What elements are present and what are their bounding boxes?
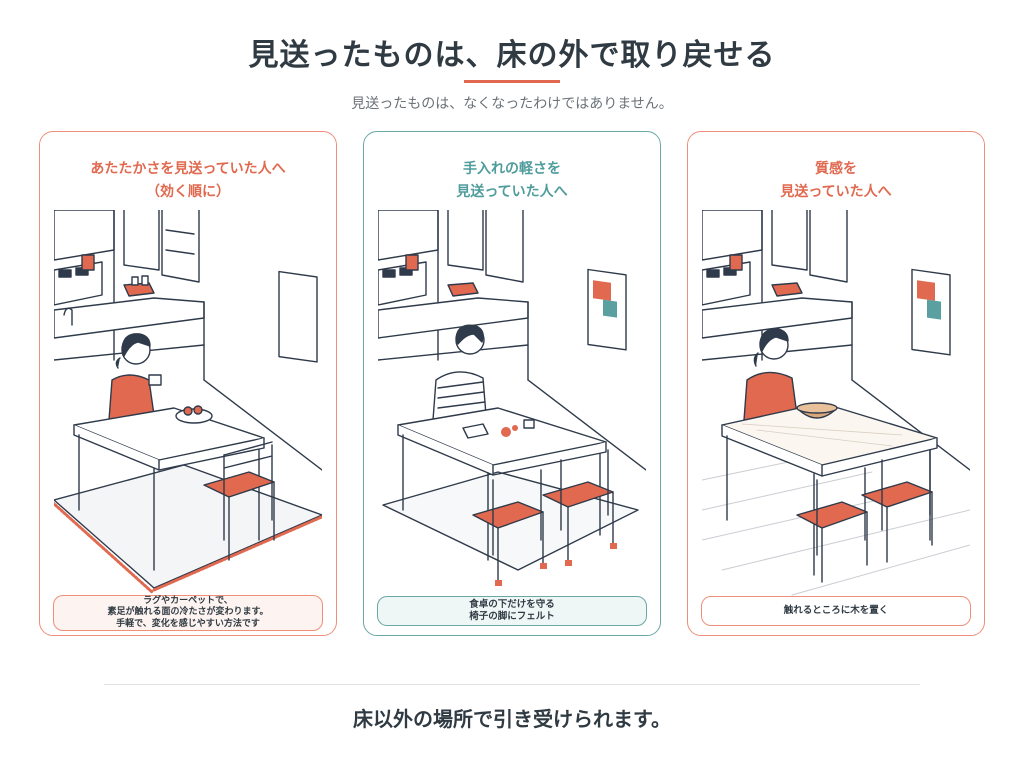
card-heading-line: （効く順に） (146, 184, 230, 200)
page-subtitle: 見送ったものは、なくなったわけではありません。 (351, 96, 673, 112)
card-heading-line: 見送っていた人へ (456, 184, 568, 200)
caption-line: ラグやカーペットで、 (143, 595, 233, 606)
caption-line: 手軽で、変化を感じやすい方法です (116, 618, 260, 629)
card-heading-line: 見送っていた人へ (780, 184, 892, 200)
footer-divider (104, 684, 920, 685)
card-heading-line: 手入れの軽さを (463, 161, 561, 177)
footer-text: 床以外の場所で引き受けられます。 (353, 707, 671, 731)
card-heading: 手入れの軽さを 見送っていた人へ (364, 158, 660, 204)
caption-line: 素足が触れる面の冷たさが変わります。 (107, 607, 269, 618)
card-heading-line: あたたかさを見送っていた人へ (90, 161, 286, 177)
card-caption: 食卓の下だけを守る 椅子の脚にフェルト (377, 596, 647, 626)
page-title: 見送ったものは、床の外で取り戻せる (248, 38, 776, 73)
illustration-woman-with-mug-on-rug (54, 210, 322, 594)
card-heading: あたたかさを見送っていた人へ （効く順に） (40, 158, 336, 204)
card-warmth: あたたかさを見送っていた人へ （効く順に） (39, 131, 337, 636)
card-heading: 質感を 見送っていた人へ (688, 158, 984, 204)
caption-line: 食卓の下だけを守る (469, 599, 555, 610)
caption-line: 椅子の脚にフェルト (469, 611, 555, 622)
illustration-man-wiping-table-on-mat (378, 210, 646, 586)
card-caption: ラグやカーペットで、 素足が触れる面の冷たさが変わります。 手軽で、変化を感じや… (53, 595, 323, 631)
card-caption: 触れるところに木を置く (701, 596, 971, 626)
card-easy-care: 手入れの軽さを 見送っていた人へ (363, 131, 661, 636)
card-texture: 質感を 見送っていた人へ (687, 131, 985, 636)
illustration-woman-at-wooden-table (702, 210, 970, 596)
title-underline (464, 80, 560, 83)
caption-line: 触れるところに木を置く (783, 605, 889, 616)
card-heading-line: 質感を (815, 161, 857, 177)
